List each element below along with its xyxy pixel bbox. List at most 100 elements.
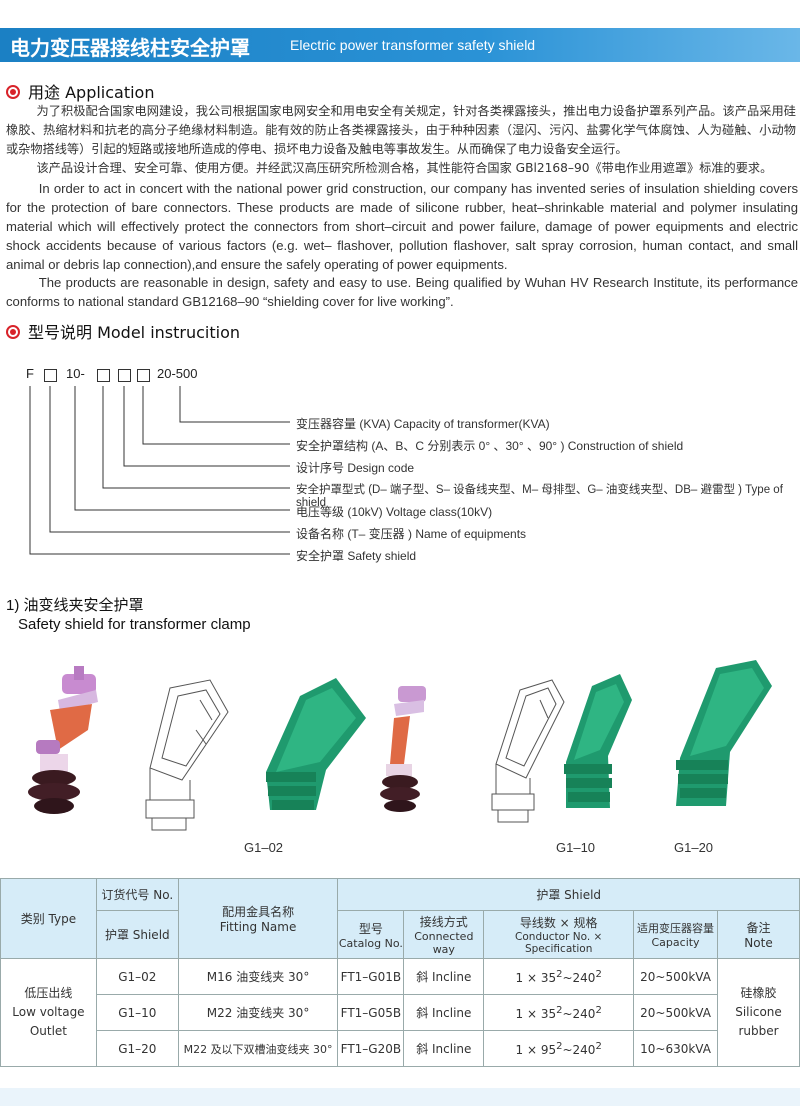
spec-number: 1 × 35 (515, 970, 557, 985)
header-note-en: Note (744, 936, 773, 950)
connector-name (49, 386, 290, 533)
code-box-3 (118, 369, 131, 382)
code-box-1 (44, 369, 57, 382)
model-connector-lines (29, 386, 290, 555)
legend-voltage: 电压等级 (10kV) Voltage class(10kV) (296, 505, 493, 519)
note-cell: 硅橡胶 Silicone rubber (717, 958, 800, 1067)
cell-capacity: 20~500kVA (633, 958, 719, 995)
cell-code: G1–20 (95, 1030, 179, 1067)
connector-safety (29, 386, 290, 555)
spec-range: ~240 (562, 1042, 596, 1057)
spec-range: ~240 (562, 970, 596, 985)
connector-capacity (179, 386, 290, 423)
cell-model: FT1–G05B (337, 994, 405, 1031)
table-header-row-1: 类别 Type 订货代号 No. 配用金具名称 Fitting Name 护罩 … (0, 878, 800, 959)
spec-number: 1 × 35 (515, 1006, 557, 1021)
cell-fitting: M16 油变线夹 30° (177, 958, 339, 995)
technical-drawing-2 (491, 679, 565, 823)
cell-code: G1–10 (95, 994, 179, 1031)
connector-voltage (74, 386, 290, 511)
code-box-2 (97, 369, 110, 382)
cell-conn: 斜 Incline (403, 958, 485, 995)
cell-spec: 1 × 952~2402 (483, 1030, 635, 1067)
legend-design: 设计序号 Design code (296, 461, 415, 475)
application-en-paragraph-1: In order to act in concert with the nati… (6, 181, 798, 272)
model-heading-text: 型号说明 Model instrucition (28, 323, 241, 342)
header-shield-code: 护罩 Shield (95, 910, 179, 959)
bullet-icon (6, 85, 20, 99)
header-spec-en: Conductor No. × Specification (515, 931, 603, 955)
type-en-2: Outlet (29, 1024, 68, 1038)
application-cn-paragraph-2: 该产品设计合理、安全可靠、使用方便。并经武汉高压研究所检测合格，其性能符合国家 … (36, 161, 773, 175)
note-en-1: Silicone (735, 1005, 782, 1019)
application-cn-paragraph-1: 为了积极配合国家电网建设，我公司根据国家电网安全和用电安全有关规定，针对各类裸露… (6, 104, 796, 156)
header-type: 类别 Type (0, 878, 97, 959)
cell-capacity: 10~630kVA (633, 1030, 719, 1067)
cell-conn: 斜 Incline (403, 1030, 485, 1067)
page-title-en: Electric power transformer safety shield (290, 37, 536, 53)
connector-type (102, 386, 290, 489)
header-capacity-cn: 适用变压器容量 (637, 922, 715, 935)
green-shield-photo-3 (676, 660, 772, 806)
header-order: 订货代号 No. (95, 878, 179, 911)
cell-fitting: M22 油变线夹 30° (177, 994, 339, 1031)
caption-g1-10: G1–10 (556, 840, 596, 855)
header-shield: 护罩 Shield (337, 878, 800, 911)
model-heading: 型号说明 Model instrucition (6, 319, 240, 343)
header-model-en: Catalog No. (338, 936, 403, 950)
code-box-4 (137, 369, 150, 382)
cell-model: FT1–G01B (337, 958, 405, 995)
bullet-icon (6, 325, 20, 339)
application-heading-text: 用途 Application (28, 83, 155, 102)
cell-code: G1–02 (95, 958, 179, 995)
header-note-cn: 备注 (746, 921, 771, 935)
application-en-paragraph-2: The products are reasonable in design, s… (6, 275, 798, 309)
type-en-1: Low voltage (12, 1005, 85, 1019)
spec-number: 1 × 95 (515, 1042, 557, 1057)
section1-title-en: Safety shield for transformer clamp (18, 616, 251, 633)
header-conn-cn: 接线方式 (419, 915, 468, 929)
title-banner: 电力变压器接线柱安全护罩 Electric power transformer … (0, 28, 800, 62)
code-10: 10- (66, 366, 85, 381)
table-row: G1–20 M22 及以下双槽油变线夹 30° FT1–G20B 斜 Incli… (1, 1030, 800, 1067)
caption-g1-20: G1–20 (674, 840, 714, 855)
legend-capacity: 变压器容量 (KVA) Capacity of transformer(KVA) (296, 417, 550, 431)
cell-capacity: 20~500kVA (633, 994, 719, 1031)
cell-model: FT1–G20B (337, 1030, 405, 1067)
table-row: G1–10 M22 油变线夹 30° FT1–G05B 斜 Incline 1 … (1, 994, 800, 1031)
header-spec-cn: 导线数 × 规格 (519, 916, 598, 930)
legend-construction: 安全护罩结构 (A、B、C 分别表示 0° 、30° 、90° ) Constr… (296, 439, 684, 453)
cell-fitting: M22 及以下双槽油变线夹 30° (177, 1030, 339, 1067)
application-heading: 用途 Application (6, 79, 155, 103)
caption-g1-02: G1–02 (244, 840, 284, 855)
green-shield-photo-1 (266, 678, 366, 810)
header-fitting: 配用金具名称 Fitting Name (177, 878, 339, 959)
legend-name: 设备名称 (T– 变压器 ) Name of equipments (296, 527, 527, 541)
header-fitting-en: Fitting Name (219, 920, 297, 934)
green-shield-photo-2 (564, 674, 632, 808)
connector-construction (142, 386, 290, 445)
legend-type: 安全护罩型式 (D– 端子型、S– 设备线夹型、M– 母排型、G– 油变线夹型、… (296, 484, 783, 509)
note-en-2: rubber (738, 1024, 779, 1038)
product-photos (28, 660, 772, 831)
page-title-cn: 电力变压器接线柱安全护罩 (10, 36, 250, 60)
code-f: F (26, 366, 34, 381)
cell-conn: 斜 Incline (403, 994, 485, 1031)
bottom-strip (0, 1088, 800, 1106)
header-conn-en: Connected way (414, 930, 474, 956)
cell-spec: 1 × 352~2402 (483, 958, 635, 995)
table-row: 低压出线 Low voltage Outlet G1–02 M16 油变线夹 3… (0, 958, 800, 1067)
spec-table: 类别 Type 订货代号 No. 配用金具名称 Fitting Name 护罩 … (0, 878, 800, 1067)
product-photo-2 (380, 686, 426, 812)
header-fitting-cn: 配用金具名称 (222, 905, 295, 919)
section1-title-cn: 1) 油变线夹安全护罩 (6, 597, 144, 614)
type-cn: 低压出线 (24, 986, 73, 1000)
type-cell: 低压出线 Low voltage Outlet (0, 958, 97, 1067)
spec-range: ~240 (562, 1006, 596, 1021)
